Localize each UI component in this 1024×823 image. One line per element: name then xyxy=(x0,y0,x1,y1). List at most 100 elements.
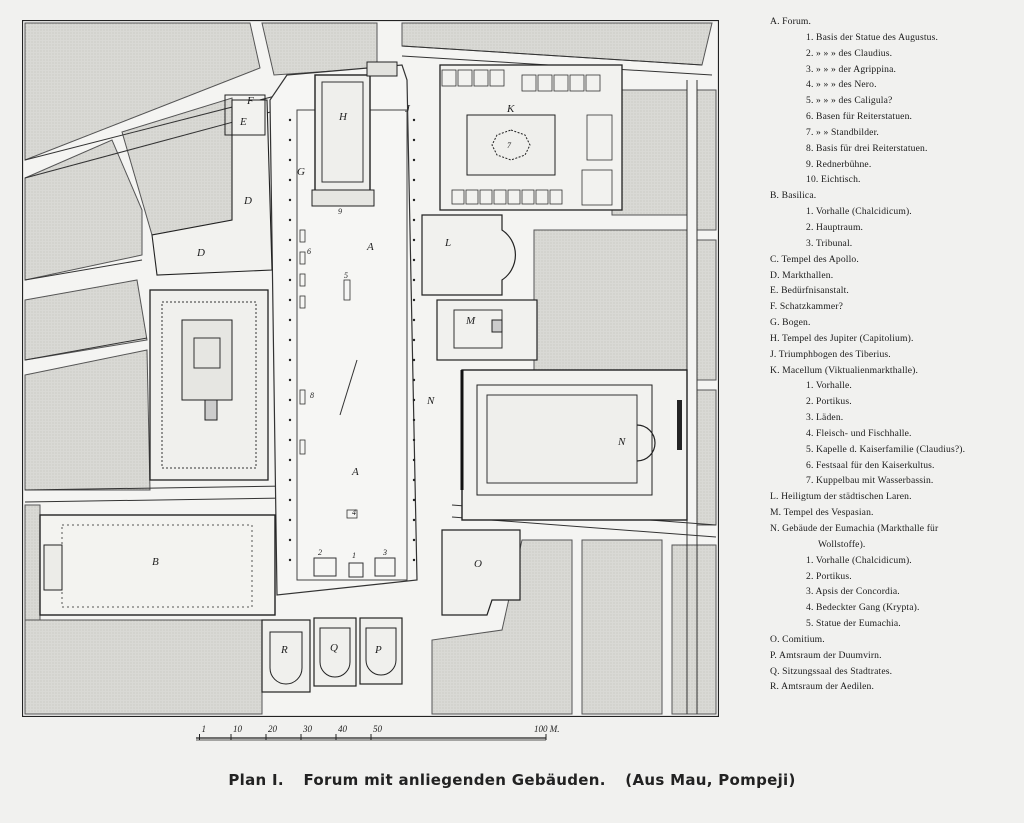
legend-entry: 8. Basis für drei Reiterstatuen. xyxy=(806,142,928,154)
scale-tick-label: 1 xyxy=(202,724,207,734)
legend-entry: G. Bogen. xyxy=(770,317,811,329)
label-d2: D xyxy=(243,195,252,207)
legend-entry: H. Tempel des Jupiter (Capitolium). xyxy=(770,332,914,344)
caption-source: (Aus Mau, Pompeji) xyxy=(625,771,796,789)
block-e4 xyxy=(696,239,717,381)
temple-apollo-c xyxy=(149,289,269,481)
eumachia-n xyxy=(460,369,688,521)
block-s1 xyxy=(431,539,573,715)
municipal-buildings xyxy=(261,617,403,693)
legend-entry: O. Comitium. xyxy=(770,633,825,645)
legend-entry: 7. » » Standbilder. xyxy=(806,126,879,138)
block-s3 xyxy=(671,544,717,715)
label-n7: 7 xyxy=(507,141,512,150)
label-a2: A xyxy=(351,466,359,478)
lararium-l xyxy=(421,214,516,296)
legend-entry: L. Heiligtum der städtischen Laren. xyxy=(770,491,912,503)
block-e3 xyxy=(533,229,688,371)
label-n-porch: N xyxy=(426,395,435,407)
legend-entry: A. Forum. xyxy=(770,16,812,27)
label-d1: D xyxy=(196,247,205,259)
legend-entry: 1. Basis der Statue des Augustus. xyxy=(806,31,939,43)
block-e5 xyxy=(696,389,717,526)
label-l: L xyxy=(444,237,451,249)
legend-entry: 7. Kuppelbau mit Wasserbassin. xyxy=(806,475,934,487)
label-n6: 6 xyxy=(307,247,311,256)
label-m: M xyxy=(465,315,476,327)
label-a1: A xyxy=(366,241,374,253)
plan-drawing: A A B D D E F G H J K L M N N O P Q R 7 … xyxy=(22,20,719,717)
label-r: R xyxy=(280,644,288,656)
legend-entry: E. Bedürfnisanstalt. xyxy=(770,285,849,297)
temple-vespasian-m xyxy=(436,299,538,361)
label-n2: 2 xyxy=(318,548,322,557)
legend-entry: N. Gebäude der Eumachia (Markthalle für xyxy=(770,523,939,534)
label-b: B xyxy=(152,556,159,568)
legend-entry: P. Amtsraum der Duumvirn. xyxy=(770,649,882,661)
basilica-b xyxy=(39,514,276,616)
legend-entry: D. Markthallen. xyxy=(770,269,834,281)
legend-entry: 5. Kapelle d. Kaiserfamilie (Claudius?). xyxy=(806,443,966,455)
legend-entry: 2. » » » des Claudius. xyxy=(806,47,893,59)
legend-entry: 2. Portikus. xyxy=(806,396,852,408)
block-e1 xyxy=(611,89,688,216)
scale-tick-label: 20 xyxy=(268,724,278,734)
block-sw xyxy=(24,619,263,715)
scale-tick-label: 50 xyxy=(373,724,383,734)
plan-letters: A A B D D E F G H J K L M N N O P Q R 7 … xyxy=(152,95,626,656)
block-w5 xyxy=(24,504,41,621)
colonnade-west xyxy=(288,118,292,562)
colonnade-east xyxy=(412,118,416,562)
legend-entry: B. Basilica. xyxy=(770,190,817,202)
comitium-o xyxy=(441,529,521,616)
scale-tick-label: 30 xyxy=(302,724,313,734)
legend-entry: 5. » » » des Caligula? xyxy=(806,95,893,107)
label-n: N xyxy=(617,436,626,448)
label-n4: 4 xyxy=(352,508,356,517)
statue-bases xyxy=(299,229,358,519)
label-j: J xyxy=(405,103,411,115)
legend-entry: 10. Eichtisch. xyxy=(806,174,861,186)
legend-entry: C. Tempel des Apollo. xyxy=(770,253,859,265)
legend-entry: 6. Basen für Reiterstatuen. xyxy=(806,111,913,123)
block-n1 xyxy=(261,22,378,76)
scale-tick-label: 10 xyxy=(233,724,243,734)
legend-entry: 5. Statue der Eumachia. xyxy=(806,618,901,630)
legend-entry: 3. » » » der Agrippina. xyxy=(806,63,897,75)
block-s2 xyxy=(581,539,663,715)
legend: A. Forum. 1. Basis der Statue des Augustu… xyxy=(770,14,1020,695)
label-e: E xyxy=(239,116,247,128)
caption-plan-number: Plan I. xyxy=(228,771,284,789)
city-blocks xyxy=(24,22,717,715)
label-g: G xyxy=(297,166,305,178)
legend-entry: 1. Vorhalle (Chalcidicum). xyxy=(806,206,912,218)
legend-entry: 3. Läden. xyxy=(806,412,844,424)
legend-entry: 4. Bedeckter Gang (Krypta). xyxy=(806,602,920,614)
block-w4 xyxy=(24,349,151,491)
label-p: P xyxy=(374,644,382,656)
legend-entry: M. Tempel des Vespasian. xyxy=(770,507,874,519)
label-k: K xyxy=(506,103,515,115)
legend-entry: 9. Rednerbühne. xyxy=(806,158,872,170)
triumphal-arch-j xyxy=(366,61,398,77)
forum-plan: A A B D D E F G H J K L M N N O P Q R 7 … xyxy=(22,20,719,717)
label-n9: 9 xyxy=(338,207,342,216)
macellum-shops xyxy=(441,69,613,206)
macellum-k xyxy=(439,64,623,211)
legend-entry: 1. Vorhalle. xyxy=(806,380,852,392)
label-h: H xyxy=(338,111,348,123)
block-e2 xyxy=(696,89,717,231)
legend-entry: J. Triumphbogen des Tiberius. xyxy=(770,348,891,360)
block-w3 xyxy=(24,279,148,361)
label-f: F xyxy=(246,95,254,107)
legend-entry: 2. Portikus. xyxy=(806,570,852,582)
legend-entry: 6. Festsaal für den Kaiserkultus. xyxy=(806,459,935,471)
legend-entry: Wollstoffe). xyxy=(818,538,866,550)
figure-caption: Plan I. Forum mit anliegenden Gebäuden. … xyxy=(0,771,1024,789)
legend-entry: Q. Sitzungssaal des Stadtrates. xyxy=(770,665,893,677)
legend-entry: 3. Apsis der Concordia. xyxy=(806,586,900,598)
temple-jupiter-h xyxy=(311,74,375,207)
legend-entry: 2. Hauptraum. xyxy=(806,221,864,233)
legend-entry: 3. Tribunal. xyxy=(806,237,853,249)
